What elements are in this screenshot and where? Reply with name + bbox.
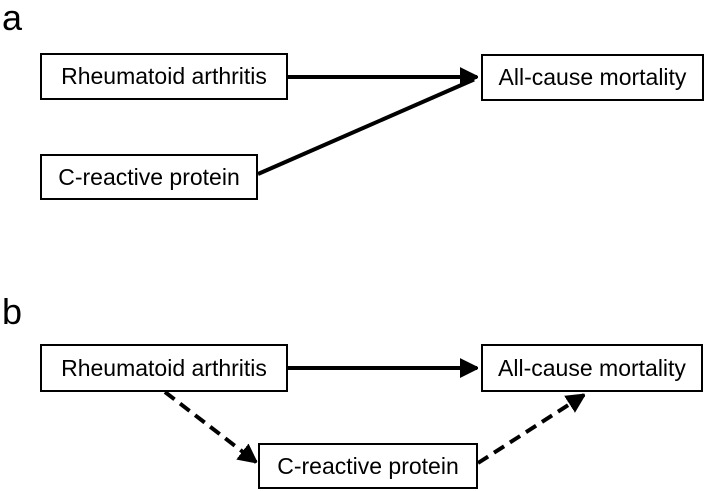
node-label: C-reactive protein (58, 163, 240, 190)
node-all-cause-mortality-panel-a: All-cause mortality (481, 54, 704, 101)
panel-b-label: b (2, 291, 23, 332)
node-label: C-reactive protein (277, 452, 459, 479)
panel-a-label: a (2, 0, 23, 38)
arrow-a-c-reactive-protein-to-all-cause-mortality (257, 77, 475, 176)
arrow-b-rheumatoid-arthritis-to-c-reactive-protein (163, 390, 256, 462)
node-all-cause-mortality-panel-b: All-cause mortality (481, 344, 703, 392)
node-rheumatoid-arthritis-panel-b: Rheumatoid arthritis (40, 344, 288, 392)
node-c-reactive-protein-panel-a: C-reactive protein (40, 154, 258, 200)
node-rheumatoid-arthritis-panel-a: Rheumatoid arthritis (40, 53, 288, 100)
node-label: All-cause mortality (498, 64, 687, 90)
node-label: Rheumatoid arthritis (61, 354, 267, 381)
node-c-reactive-protein-panel-b: C-reactive protein (258, 443, 478, 489)
arrow-b-c-reactive-protein-to-all-cause-mortality (476, 393, 584, 465)
node-label: All-cause mortality (498, 354, 686, 381)
node-label: Rheumatoid arthritis (61, 63, 267, 89)
